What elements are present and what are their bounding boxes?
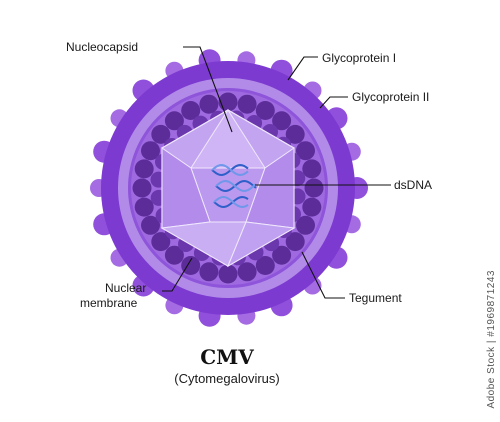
dna-strand xyxy=(213,195,249,209)
tegument-protein xyxy=(237,94,257,114)
tegument-protein xyxy=(255,256,275,275)
tegument-protein xyxy=(164,245,184,265)
leader-nuclear-membrane xyxy=(162,257,193,292)
diagram-title: CMV xyxy=(200,345,254,369)
label-dsdna: dsDNA xyxy=(394,178,432,192)
label-nuclear: Nuclear xyxy=(105,281,146,295)
label-glycoprotein-2: Glycoprotein II xyxy=(352,90,429,104)
tegument-protein xyxy=(151,124,171,144)
label-tegument: Tegument xyxy=(349,291,402,305)
tegument-protein xyxy=(237,262,257,282)
leader-nucleocapsid xyxy=(183,46,233,133)
tegument-protein xyxy=(181,256,201,275)
tegument-protein xyxy=(199,262,219,282)
tegument-protein xyxy=(285,232,305,252)
tegument-protein xyxy=(218,264,238,284)
tegument-protein xyxy=(272,245,292,265)
tegument-protein xyxy=(296,215,315,235)
stock-id-watermark: Adobe Stock | #1969871243 xyxy=(486,270,497,409)
tegument-protein xyxy=(255,101,275,120)
tegument-protein xyxy=(218,92,238,112)
leader-lines xyxy=(162,46,391,299)
dna-strand xyxy=(213,195,249,209)
dna-strand xyxy=(211,163,249,177)
tegument-protein xyxy=(134,197,154,217)
tegument-protein xyxy=(141,215,160,235)
tegument-protein xyxy=(181,101,201,120)
tegument-protein xyxy=(302,159,322,179)
diagram-subtitle: (Cytomegalovirus) xyxy=(174,371,279,386)
label-nucleocapsid: Nucleocapsid xyxy=(66,40,138,54)
tegument-protein xyxy=(302,197,322,217)
tegument-protein xyxy=(134,159,154,179)
tegument-protein xyxy=(296,141,315,161)
tegument-protein xyxy=(199,94,219,114)
tegument-protein xyxy=(285,124,305,144)
tegument-protein xyxy=(272,111,292,131)
tegument-protein xyxy=(151,232,171,252)
tegument-protein xyxy=(132,178,152,198)
label-membrane: membrane xyxy=(80,296,138,310)
tegument-protein xyxy=(141,141,160,161)
leader-tegument xyxy=(301,251,345,299)
dna-strand xyxy=(211,163,249,177)
nucleocapsid xyxy=(160,109,296,268)
dna-strand xyxy=(215,179,257,193)
label-glycoprotein-1: Glycoprotein I xyxy=(322,51,396,65)
tegument-protein xyxy=(304,178,324,198)
dna-strand xyxy=(215,179,257,193)
leader-glycoprotein-1 xyxy=(287,56,318,81)
dsdna-helix xyxy=(211,163,257,209)
leader-glycoprotein-2 xyxy=(319,96,348,109)
tegument-protein xyxy=(164,111,184,131)
